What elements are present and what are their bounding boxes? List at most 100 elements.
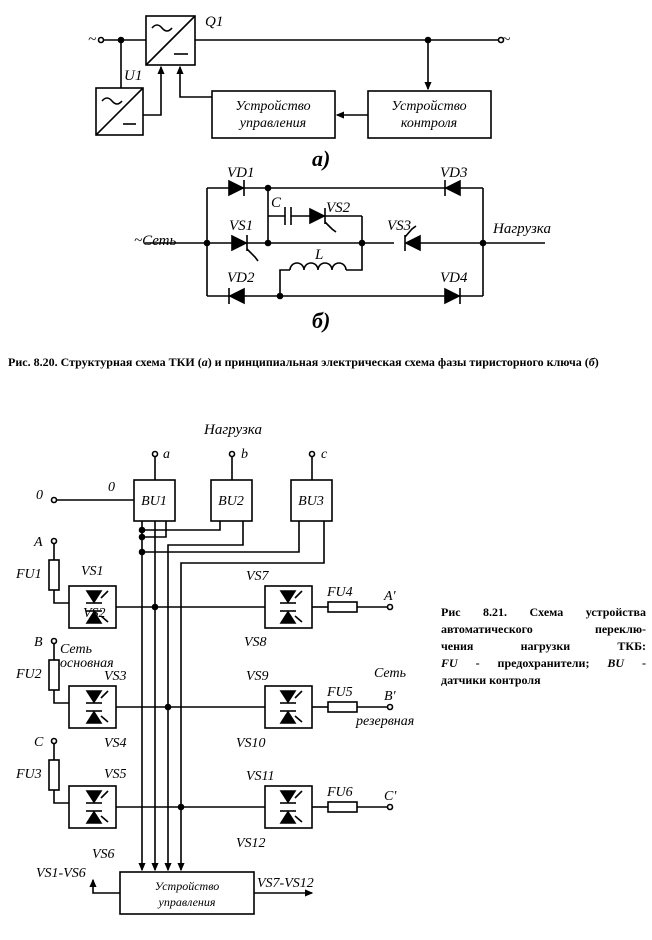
vs1-label: VS1 [81, 564, 104, 579]
ac-right-label: ~ [502, 32, 510, 48]
vs10-label: VS10 [236, 736, 266, 751]
control-unit-line1: Устройство [155, 879, 220, 893]
control-unit-line2: управления [158, 895, 216, 909]
monitor-device-box [367, 90, 492, 139]
bu2-label: BU2 [218, 494, 244, 509]
phase-c-label: C [34, 735, 44, 750]
net-reserve-line1: Сеть [374, 666, 406, 681]
phase-b-label: B [34, 635, 43, 650]
vs11-label: VS11 [246, 769, 275, 784]
net-main-line1: Сеть [60, 642, 92, 657]
out-right-label: VS7-VS12 [257, 876, 314, 891]
load-title: Нагрузка [203, 422, 262, 438]
fuse-fu2 [48, 659, 60, 691]
vs2-label: VS2 [83, 606, 106, 621]
caption2-line2: автоматического переклю- [441, 622, 646, 636]
bu2-block [210, 450, 253, 522]
fuse-fu4 [327, 601, 358, 613]
fuse-fu1 [48, 559, 60, 591]
terminal-b: b [241, 447, 248, 462]
fu3-label: FU3 [15, 767, 42, 782]
zero-right-label: 0 [108, 480, 115, 495]
bu3-block [290, 450, 333, 522]
c-label: C [271, 195, 282, 211]
q1-switch-block [145, 15, 196, 66]
control-device-box [211, 90, 336, 139]
figure-8-20-a: ~ ~ Q1 U1 Устройство управлен [88, 14, 510, 171]
vd3-label: VD3 [440, 165, 468, 181]
caption1-prefix: Рис. 8.20. Структурная схема ТКИ ( [8, 355, 202, 369]
control-device-line2: управления [238, 116, 306, 131]
caption2-line4: FU - предохранители; BU - [441, 655, 646, 672]
u1-label: U1 [124, 68, 142, 84]
vd2-diode [228, 287, 245, 305]
q1-label: Q1 [205, 14, 223, 30]
ac-left-label: ~ [88, 32, 96, 48]
vd2-label: VD2 [227, 270, 255, 286]
control-device-line1: Устройство [235, 99, 310, 114]
vs3-label: VS3 [387, 218, 411, 234]
caption2-bu-text: - [624, 656, 646, 670]
vs5-label: VS5 [104, 767, 127, 782]
fuse-fu6 [327, 801, 358, 813]
caption2-fu: FU [441, 656, 458, 670]
sublabel-a: а) [312, 146, 330, 171]
out-left-label: VS1-VS6 [36, 866, 86, 881]
vs2-label: VS2 [326, 200, 351, 216]
vs8-label: VS8 [244, 635, 267, 650]
vd4-diode [444, 287, 461, 305]
terminal-c: c [321, 447, 328, 462]
phase-c-prime-label: C' [384, 789, 397, 804]
terminal [97, 36, 105, 44]
sublabel-b: б) [312, 308, 330, 333]
figure-8-21-caption: Рис 8.21. Схема устройства автоматическо… [441, 604, 646, 689]
caption2-bu: BU [607, 656, 625, 670]
vd4-label: VD4 [440, 270, 468, 286]
net-reserve-line2: резервная [355, 714, 414, 729]
vs6-label: VS6 [92, 847, 115, 862]
fu4-label: FU4 [326, 585, 353, 600]
vd3-diode [444, 179, 461, 197]
fuse-fu5 [327, 701, 358, 713]
caption1-b: б [588, 355, 595, 369]
vs3-label: VS3 [104, 669, 127, 684]
fu2-label: FU2 [15, 667, 42, 682]
vs7-label: VS7 [246, 569, 270, 584]
fu6-label: FU6 [326, 785, 353, 800]
monitor-device-line1: Устройство [391, 99, 466, 114]
caption2-line5: датчики контроля [441, 673, 541, 687]
u1-block [95, 87, 144, 136]
figure-8-20-caption: Рис. 8.20. Структурная схема ТКИ (а) и п… [8, 354, 644, 371]
inductor-l [289, 262, 347, 271]
figure-8-21: Нагрузка a b c BU1 BU2 BU3 0 0 [15, 422, 414, 915]
caption1-suffix: ) [594, 355, 599, 369]
vs1-thyristor [231, 234, 259, 262]
caption1-a: а [201, 355, 208, 369]
phase-a-prime-label: A' [383, 589, 397, 604]
thyristor-symbols [85, 590, 303, 824]
caption2-line1: Рис 8.21. Схема устройства [441, 605, 646, 619]
fu5-label: FU5 [326, 685, 353, 700]
bu3-label: BU3 [298, 494, 324, 509]
figure-8-20-b: VD1 VD3 VD2 VD4 VS1 VS2 VS3 C L ~Сеть На… [134, 165, 551, 333]
terminal [497, 36, 505, 44]
monitor-device-line2: контроля [401, 116, 457, 131]
phase-a-label: A [33, 535, 43, 550]
vs9-label: VS9 [246, 669, 269, 684]
vs1-label: VS1 [229, 218, 253, 234]
network-label: ~Сеть [134, 233, 177, 249]
vd1-diode [228, 179, 245, 197]
caption1-mid: ) и принципиальная электрическая схема ф… [207, 355, 589, 369]
fu1-label: FU1 [15, 567, 42, 582]
caption2-line3: чения нагрузки ТКБ: [441, 639, 646, 653]
vs3-thyristor [404, 225, 421, 252]
fuse-fu3 [48, 759, 60, 791]
bu1-label: BU1 [141, 494, 167, 509]
terminal-a: a [163, 447, 170, 462]
vs4-label: VS4 [104, 736, 127, 751]
vs12-label: VS12 [236, 836, 266, 851]
vd1-label: VD1 [227, 165, 255, 181]
phase-b-prime-label: B' [384, 689, 397, 704]
net-main-line2: основная [60, 656, 114, 671]
